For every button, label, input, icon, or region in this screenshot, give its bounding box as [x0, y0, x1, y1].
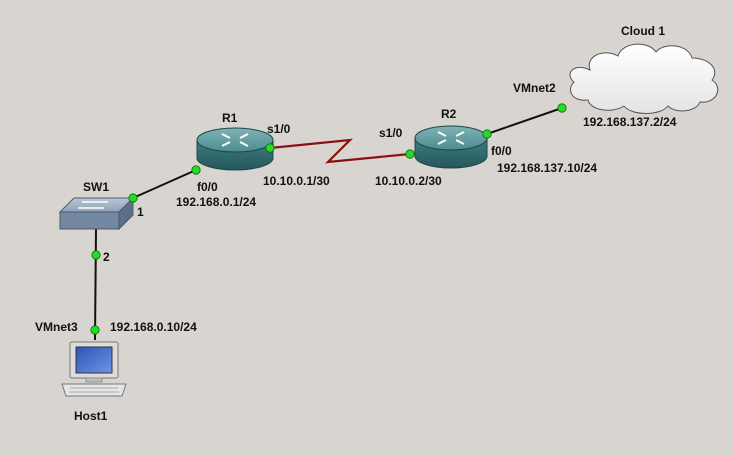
sw1-port2-label: 2: [103, 250, 110, 264]
host1-computer-icon[interactable]: [61, 341, 127, 397]
host1-ip-label: 192.168.0.10/24: [110, 320, 197, 334]
sw1-port2-status-dot: [91, 250, 101, 260]
r2-f0-0-status-dot: [482, 129, 492, 139]
cloud1-label: Cloud 1: [621, 24, 665, 38]
cloud-ip-label: 192.168.137.2/24: [583, 115, 677, 129]
r2-label: R2: [441, 107, 457, 121]
r1-f0-0-ip-label: 192.168.0.1/24: [176, 195, 257, 209]
r1-router-icon[interactable]: [196, 127, 274, 171]
r1-s1-0-ip-label: 10.10.0.1/30: [263, 174, 330, 188]
link-r1-sw1[interactable]: [132, 169, 197, 199]
r1-label: R1: [222, 111, 238, 125]
link-sw1-host1[interactable]: [94, 227, 97, 341]
r2-s1-0-status-dot: [405, 149, 415, 159]
host1-label: Host1: [74, 409, 108, 423]
r2-f0-0-ip-label: 192.168.137.10/24: [497, 161, 598, 175]
host-vmnet3-label: VMnet3: [35, 320, 78, 334]
r1-s1-0-status-dot: [265, 143, 275, 153]
r1-s1-0-label: s1/0: [267, 122, 291, 136]
r2-s1-0-ip-label: 10.10.0.2/30: [375, 174, 442, 188]
sw1-label: SW1: [83, 180, 110, 194]
host-vmnet3-status-dot: [90, 325, 100, 335]
sw1-port1-status-dot: [128, 193, 138, 203]
cloud-vmnet2-label: VMnet2: [513, 81, 556, 95]
sw1-port1-label: 1: [137, 205, 144, 219]
link-r1-r2-serial[interactable]: [269, 138, 411, 164]
r2-f0-0-label: f0/0: [491, 144, 512, 158]
cloud-vmnet2-status-dot: [557, 103, 567, 113]
r2-s1-0-label: s1/0: [379, 126, 403, 140]
r1-f0-0-label: f0/0: [197, 180, 218, 194]
sw1-switch-icon[interactable]: [58, 196, 135, 231]
cloud1-icon[interactable]: [569, 43, 719, 114]
link-r2-cloud[interactable]: [486, 107, 563, 135]
r1-f0-0-status-dot: [191, 165, 201, 175]
r2-router-icon[interactable]: [414, 125, 488, 169]
